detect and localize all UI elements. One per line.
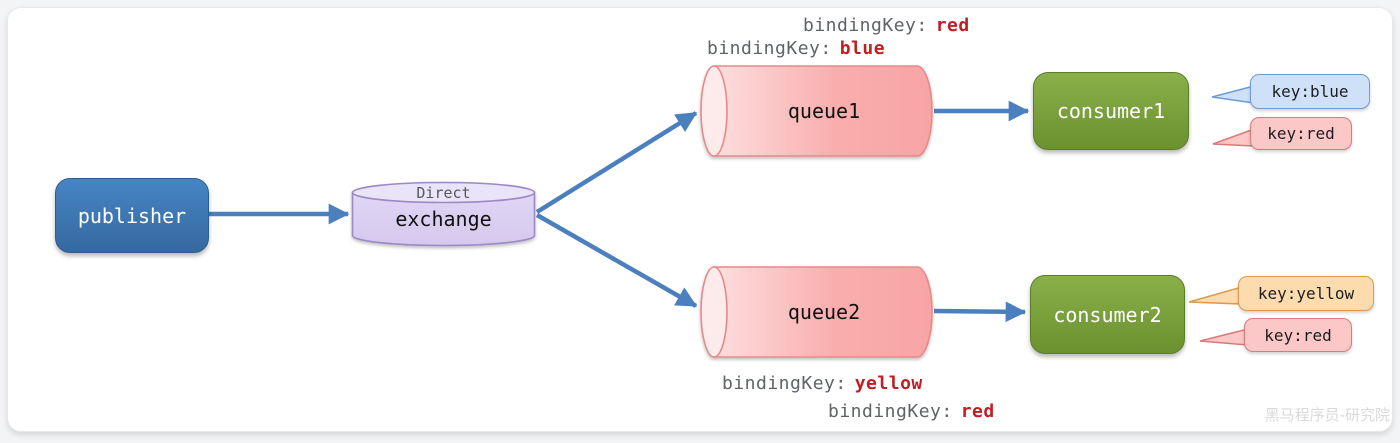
publisher-node: publisher xyxy=(55,178,209,253)
badge-tail-key-blue xyxy=(1211,84,1255,104)
badge-tail-key-yellow xyxy=(1188,285,1243,305)
binding-key-value: blue xyxy=(839,38,886,59)
consumer2-node: consumer2 xyxy=(1030,275,1185,354)
watermark: 黑马程序员-研究院 xyxy=(1264,406,1390,424)
badge-key-red-consumer1: key:red xyxy=(1250,117,1352,150)
binding-key-label-queue2-yellow: bindingKey: yellow xyxy=(722,373,923,394)
binding-key-name: bindingKey: xyxy=(707,38,832,59)
binding-key-name: bindingKey: xyxy=(722,373,847,394)
consumer1-node: consumer1 xyxy=(1033,72,1189,150)
arrow-exchange-to-queue2 xyxy=(535,213,698,308)
binding-key-label-queue1-red: bindingKey: red xyxy=(803,15,970,36)
badge-tail-key-red-consumer2 xyxy=(1199,327,1249,346)
exchange-cylinder xyxy=(351,181,536,247)
arrow-queue2-to-consumer2 xyxy=(933,301,1027,323)
badge-key-blue: key:blue xyxy=(1250,74,1370,109)
badge-tail-key-red-consumer1 xyxy=(1212,127,1255,147)
arrow-exchange-to-queue1 xyxy=(535,111,698,214)
exchange-node-label: exchange xyxy=(395,207,492,231)
queue1-label: queue1 xyxy=(787,99,861,123)
badge-key-red-consumer2: key:red xyxy=(1244,318,1352,352)
badge-key-yellow: key:yellow xyxy=(1238,276,1374,311)
binding-key-name: bindingKey: xyxy=(803,15,928,36)
exchange-type-label: Direct xyxy=(416,184,471,202)
binding-key-value: red xyxy=(960,401,995,422)
queue2-label: queue2 xyxy=(787,300,861,324)
binding-key-label-queue1-blue: bindingKey: blue xyxy=(707,38,885,59)
binding-key-value: yellow xyxy=(854,373,923,394)
binding-key-label-queue2-red: bindingKey: red xyxy=(828,401,995,422)
queue1-cylinder xyxy=(700,65,933,157)
queue2-cylinder xyxy=(700,266,933,358)
binding-key-value: red xyxy=(935,15,970,36)
binding-key-name: bindingKey: xyxy=(828,401,953,422)
